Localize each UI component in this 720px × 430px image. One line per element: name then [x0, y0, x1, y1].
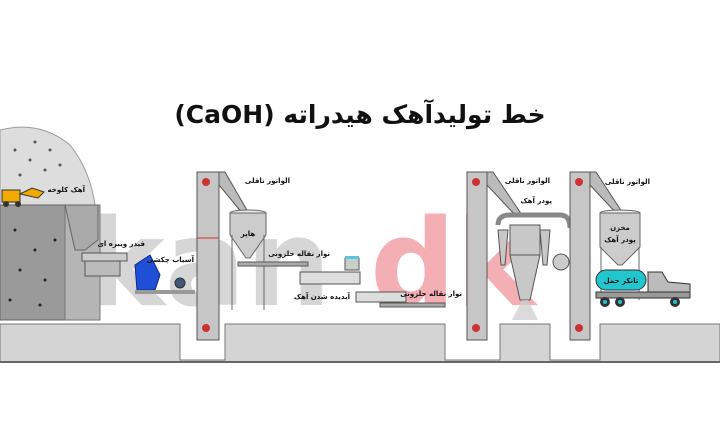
storage-silo: [599, 209, 641, 300]
diagram-title: خط تولیدآهک هیدراته (CaOH): [174, 100, 546, 129]
screw-conveyor-2: [379, 302, 446, 308]
loader-icon: [1, 187, 45, 207]
slaking-unit: [299, 256, 407, 303]
label-hopper: هاپر: [240, 230, 256, 238]
label-storage-tank: مخزن: [610, 224, 630, 232]
bucket-elevator-2: [466, 171, 523, 341]
quarry-block: [0, 204, 66, 321]
label-screw-conveyor-2: نوار نقاله حلزونی: [400, 290, 462, 298]
quarry-hill: [0, 126, 96, 206]
air-separator: [495, 212, 573, 320]
ground: [0, 323, 720, 363]
screw-conveyor-1: [237, 261, 309, 267]
rock-pile: [13, 140, 62, 177]
feed-chute: [64, 204, 99, 251]
label-elevator-3: الواتور ناقلی: [605, 178, 650, 186]
hammer-mill: [134, 254, 195, 294]
vibrating-feeder: [81, 252, 128, 262]
tanker-truck-icon: [595, 269, 691, 307]
hopper: [229, 209, 267, 310]
svg-text:dk: dk: [370, 195, 539, 334]
label-storage-tank-2: پودر آهک: [604, 235, 636, 244]
labels: آهک کلوخه فیدر ویبره ای آسیاب چکشی الوات…: [48, 177, 650, 301]
label-slaking: آبدیده شدن آهک: [294, 292, 351, 301]
label-elevator-1: الواتور ناقلی: [245, 177, 290, 185]
quarry-rocks: [8, 228, 57, 307]
label-elevator-2: الواتور ناقلی: [505, 177, 550, 185]
label-vibrating-feeder: فیدر ویبره ای: [97, 240, 145, 248]
feeder-base: [84, 260, 121, 277]
label-screw-conveyor-1: نوار نقاله حلزونی: [268, 250, 330, 258]
label-hammer-mill: آسیاب چکشی: [146, 255, 194, 264]
label-tanker: تانکر حمل: [604, 277, 639, 285]
bucket-elevator-3: [569, 171, 623, 341]
label-lump-lime: آهک کلوخه: [48, 185, 86, 194]
label-lime-powder: پودر آهک: [521, 196, 553, 205]
